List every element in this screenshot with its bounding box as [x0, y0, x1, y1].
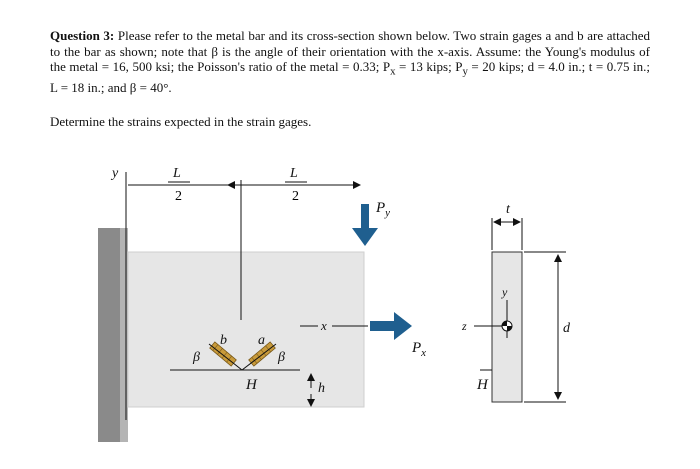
y-axis-label: y	[110, 166, 119, 181]
two-left: 2	[175, 189, 182, 204]
cs-y-label: y	[501, 285, 508, 299]
d-label: d	[563, 321, 571, 336]
centroid-quad-1	[507, 326, 512, 331]
L-right: L	[289, 166, 298, 181]
py-label: Py	[375, 200, 390, 219]
px-arrow-shaft	[370, 321, 396, 331]
px-label: Px	[411, 340, 426, 359]
gage-v-line-left	[208, 343, 243, 371]
px-subscript: x	[390, 65, 396, 78]
question-text: Question 3: Please refer to the metal ba…	[50, 28, 650, 96]
metal-bar	[127, 251, 365, 408]
px-arrow-head	[394, 312, 412, 340]
L-left: L	[172, 166, 181, 181]
t-label: t	[506, 202, 511, 217]
py-subscript: y	[462, 65, 468, 78]
h-label: h	[318, 381, 325, 396]
centroid-quad-2	[502, 321, 507, 326]
question-heading: Question 3:	[50, 28, 115, 43]
cs-z-label: z	[461, 319, 467, 333]
task-text: Determine the strains expected in the st…	[50, 114, 312, 129]
py-arrow-shaft	[361, 204, 369, 230]
question-line-1: Please refer to the metal bar and its cr…	[50, 28, 651, 74]
question-line-3: = 20 kips; d = 4.0 in.; t = 0.75 in.; L …	[50, 59, 650, 96]
cs-H-label: H	[476, 377, 489, 393]
beta-right-label: β	[277, 350, 285, 365]
gage-b-label: b	[220, 333, 227, 348]
beta-left-label: β	[192, 350, 200, 365]
gage-v-line-right	[241, 343, 277, 371]
two-right: 2	[292, 189, 299, 204]
question-line-2: = 13 kips; P	[395, 59, 463, 74]
H-label: H	[245, 377, 258, 393]
gage-a-label: a	[258, 333, 265, 348]
wall-shade	[120, 228, 128, 442]
py-arrow-head	[352, 228, 378, 246]
x-axis-label: x	[320, 318, 327, 333]
